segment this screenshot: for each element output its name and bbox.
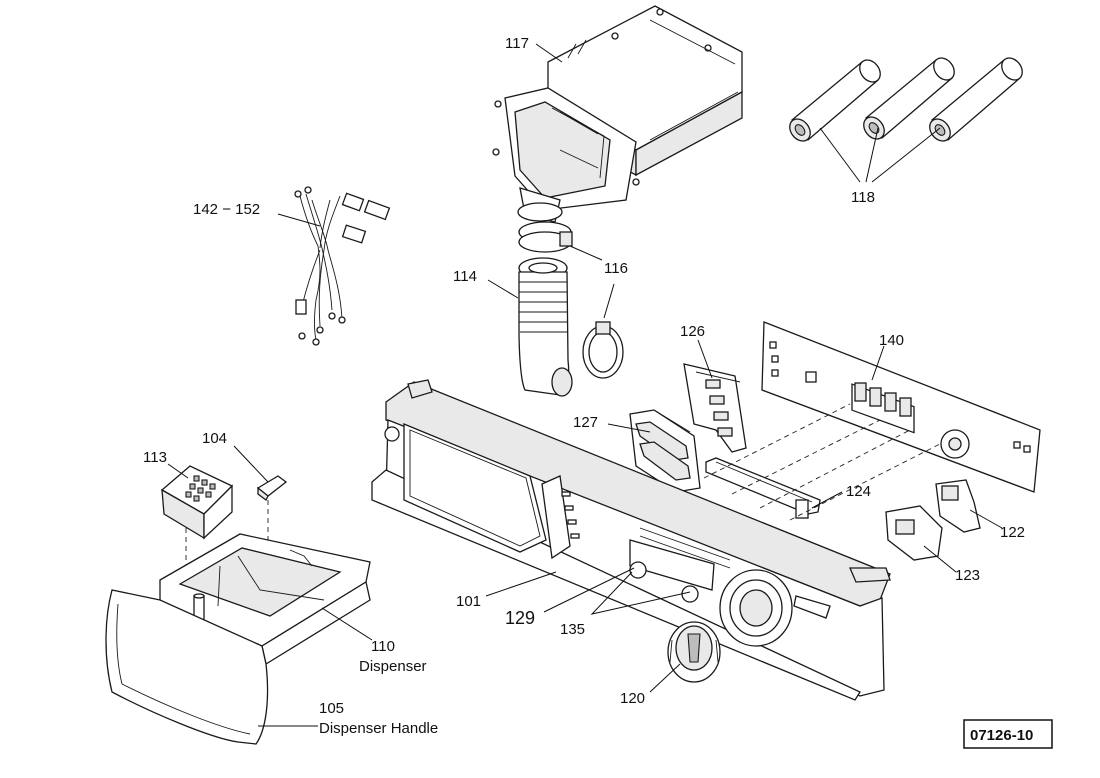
callout-129: 129 xyxy=(505,608,535,628)
part-117-dispenser-housing xyxy=(492,5,743,223)
part-140-control-board xyxy=(761,321,1041,493)
callout-117: 117 xyxy=(505,35,529,52)
part-120-knob xyxy=(667,621,721,683)
callout-101: 101 xyxy=(456,593,481,610)
callout-113: 113 xyxy=(143,449,167,466)
callout-116: 116 xyxy=(604,260,628,277)
callout-127: 127 xyxy=(573,414,598,431)
part-142-152-wire-harness xyxy=(294,186,391,346)
callout-118: 118 xyxy=(851,189,875,206)
part-113-insert xyxy=(160,465,234,540)
part-122-latch xyxy=(935,479,981,533)
part-126-bracket xyxy=(683,363,747,453)
callout-105-description: Dispenser Handle xyxy=(319,720,438,737)
callout-114: 114 xyxy=(453,268,477,285)
part-127-push-buttons xyxy=(629,409,701,493)
part-116-hose-clamps xyxy=(518,221,624,379)
callout-labels: 117 118 142 − 152 114 116 126 140 127 10… xyxy=(143,35,1025,737)
part-123-latch xyxy=(885,505,943,561)
part-114-bellows-hose xyxy=(518,257,573,397)
callout-124: 124 xyxy=(846,483,871,500)
part-104-siphon-cap xyxy=(256,475,288,501)
callout-110-description: Dispenser xyxy=(359,658,427,675)
callout-142-152: 142 − 152 xyxy=(193,201,260,218)
callout-110: 110 xyxy=(371,638,395,655)
callout-120: 120 xyxy=(620,690,645,707)
callout-126: 126 xyxy=(680,323,705,340)
alignment-lines xyxy=(185,403,941,600)
reference-id: 07126-10 xyxy=(970,727,1033,744)
leader-lines xyxy=(167,43,1003,727)
callout-135: 135 xyxy=(560,621,585,638)
part-101-console-panel xyxy=(371,379,891,701)
callout-104: 104 xyxy=(202,430,227,447)
reference-id-box: 07126-10 xyxy=(963,719,1053,749)
callout-140: 140 xyxy=(879,332,904,349)
part-124-light-pipe xyxy=(705,457,821,519)
callout-123: 123 xyxy=(955,567,980,584)
callout-122: 122 xyxy=(1000,524,1025,541)
part-118-foam-tubes xyxy=(789,57,1023,142)
callout-105: 105 xyxy=(319,700,344,717)
part-105-dispenser-handle xyxy=(105,589,269,745)
